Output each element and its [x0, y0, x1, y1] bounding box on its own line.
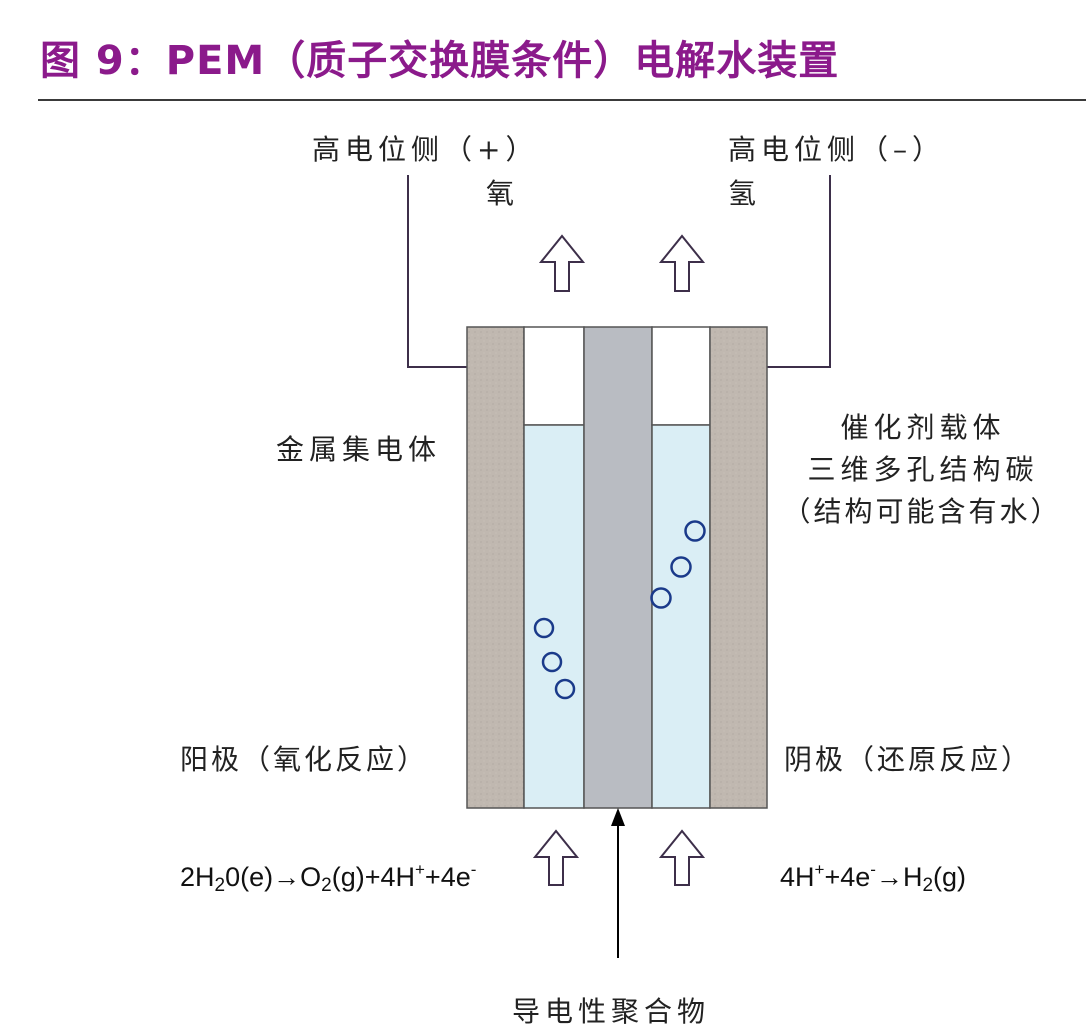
membrane: [583, 326, 653, 809]
anode-potential-label: 高电位侧（+）: [312, 133, 539, 166]
anode-collector: [466, 326, 525, 809]
cathode-chamber-water: [651, 424, 711, 809]
oxygen-bubble: [533, 617, 555, 639]
anode-chamber-empty: [523, 326, 585, 426]
anode-equation: 2H20(e)→O2(g)+4H++4e-: [180, 860, 477, 896]
membrane-pointer-head: [611, 808, 625, 826]
hydrogen-bubble: [684, 520, 706, 542]
oxygen-bubble: [541, 651, 563, 673]
cathode-wire: [767, 175, 831, 368]
cathode-potential-label: 高电位侧（–）: [728, 133, 946, 166]
cathode-equation: 4H++4e-→H2(g): [780, 860, 967, 896]
catalyst-label-line3: （结构可能含有水）: [782, 495, 1062, 528]
cathode-collector: [709, 326, 768, 809]
oxygen-label: 氧: [486, 177, 520, 210]
cathode-label: 阴极（还原反应）: [784, 743, 1033, 776]
anode-input-arrow: [532, 829, 580, 886]
oxygen-output-arrow: [538, 234, 586, 292]
anode-label: 阳极（氧化反应）: [180, 743, 429, 776]
catalyst-label-line1: 催化剂载体: [840, 411, 1006, 444]
membrane-label: 导电性聚合物: [512, 995, 711, 1028]
figure-title: 图 9：PEM（质子交换膜条件）电解水装置: [40, 38, 840, 84]
title-divider: [38, 99, 1086, 101]
catalyst-label-line2: 三维多孔结构碳: [807, 453, 1039, 486]
hydrogen-label: 氢: [728, 177, 762, 210]
anode-wire: [407, 175, 467, 368]
anode-chamber-water: [523, 424, 585, 809]
hydrogen-bubble: [650, 587, 672, 609]
hydrogen-output-arrow: [658, 234, 706, 292]
hydrogen-bubble: [670, 556, 692, 578]
oxygen-bubble: [554, 678, 576, 700]
cathode-input-arrow: [658, 829, 706, 886]
current-collector-label: 金属集电体: [276, 433, 442, 466]
cathode-chamber-empty: [651, 326, 711, 426]
